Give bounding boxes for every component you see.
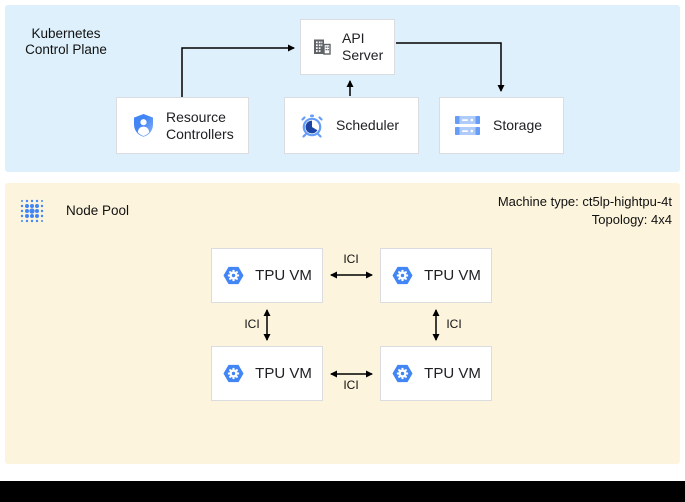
- node-pool-panel: [5, 183, 680, 464]
- scheduler-box: Scheduler: [284, 97, 419, 154]
- ici-label-bottom: ICI: [343, 378, 359, 392]
- ici-label-top: ICI: [343, 252, 359, 266]
- node-pool-title: Node Pool: [66, 203, 130, 218]
- tpu-vm-box: TPU VM: [380, 248, 492, 303]
- ici-label-left: ICI: [244, 317, 260, 331]
- bottom-bar: [0, 481, 685, 502]
- resource-controllers-label: Resource Controllers: [166, 108, 234, 142]
- api-server-box: API Server: [300, 19, 395, 75]
- ici-label-right: ICI: [446, 317, 462, 331]
- tpu-vm-label: TPU VM: [424, 267, 481, 284]
- tpu-vm-label: TPU VM: [255, 365, 312, 382]
- tpu-vm-label: TPU VM: [255, 267, 312, 284]
- machine-type-text: Machine type: ct5lp-hightpu-4t: [497, 194, 672, 209]
- storage-label: Storage: [493, 117, 543, 133]
- dot-grid-icon: [20, 199, 44, 223]
- gke-hexagon-gear-icon: [392, 364, 413, 383]
- scheduler-label: Scheduler: [336, 117, 400, 133]
- topology-text: Topology: 4x4: [591, 212, 672, 227]
- alarm-clock-icon: [301, 114, 323, 138]
- tpu-vm-box: TPU VM: [211, 248, 323, 303]
- control-plane-title: Kubernetes Control Plane: [25, 26, 107, 57]
- tpu-vm-box: TPU VM: [211, 346, 323, 401]
- storage-box: Storage: [439, 97, 564, 154]
- gke-hexagon-gear-icon: [223, 364, 244, 383]
- resource-controllers-box: Resource Controllers: [116, 97, 249, 154]
- machine-info: Machine type: ct5lp-hightpu-4t Topology:…: [498, 193, 672, 229]
- api-server-label: API Server: [342, 30, 384, 63]
- shield-user-icon: [134, 114, 153, 137]
- storage-disks-icon: [455, 116, 480, 135]
- building-icon: [314, 39, 331, 55]
- tpu-vm-label: TPU VM: [424, 365, 481, 382]
- gke-hexagon-gear-icon: [223, 266, 244, 285]
- tpu-vm-box: TPU VM: [380, 346, 492, 401]
- gke-hexagon-gear-icon: [392, 266, 413, 285]
